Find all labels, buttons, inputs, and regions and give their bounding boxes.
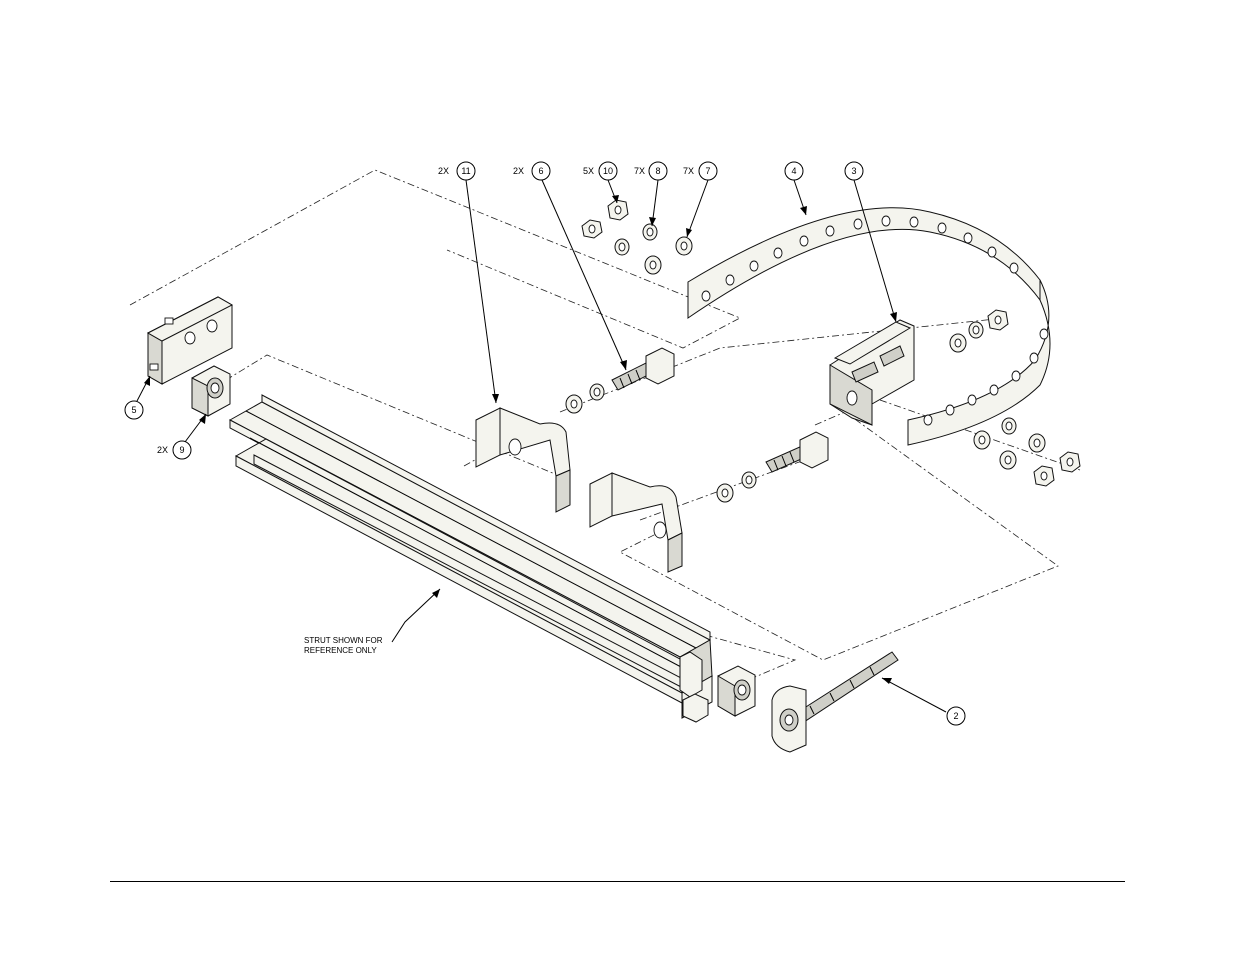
part-2-t-bolt-assembly: [771, 651, 899, 753]
note-line-2: REFERENCE ONLY: [304, 646, 377, 655]
callout-7-label: 7: [705, 166, 710, 176]
callout-6-qty: 2X: [513, 166, 524, 176]
callout-2: 2: [946, 706, 966, 726]
callout-4-label: 4: [791, 166, 796, 176]
leader-lines: [136, 179, 947, 713]
washers-and-lockwashers: [565, 223, 1046, 503]
part-11-clamp-bracket-upper: [475, 407, 571, 513]
part-9-channel-nut-second: [717, 665, 756, 717]
part-9-channel-nut: [191, 365, 231, 417]
footer-rule: [110, 881, 1125, 882]
callout-3-label: 3: [851, 166, 856, 176]
callout-9-label: 9: [179, 445, 184, 455]
callout-10-qty: 5X: [583, 166, 594, 176]
part-11-clamp-bracket-lower: [589, 472, 683, 573]
reference-note: STRUT SHOWN FOR REFERENCE ONLY: [304, 636, 383, 655]
strut-channel: [228, 394, 714, 723]
callout-11-label: 11: [461, 166, 470, 176]
part-10-hex-nuts: [581, 199, 1081, 487]
callout-11-qty: 2X: [438, 166, 449, 176]
callout-10: 5X 10: [583, 161, 618, 181]
callout-7-qty: 7X: [683, 166, 694, 176]
callout-8: 7X 8: [634, 161, 668, 181]
callout-5-label: 5: [131, 405, 136, 415]
callout-4: 4: [784, 161, 804, 181]
part-3-band-clamp-block: [829, 319, 915, 426]
callout-9: 2X 9: [157, 440, 192, 460]
callout-9-qty: 2X: [157, 445, 168, 455]
part-4-perforated-strap: [687, 207, 1051, 446]
callout-2-label: 2: [953, 711, 958, 721]
callout-10-label: 10: [603, 166, 613, 176]
part-5-end-plate: [146, 296, 234, 385]
part-6-hex-bolt-upper: [611, 347, 675, 391]
note-line-1: STRUT SHOWN FOR: [304, 636, 383, 645]
callout-8-qty: 7X: [634, 166, 645, 176]
part-6-hex-bolt-lower: [765, 431, 829, 473]
callout-7: 7X 7: [683, 161, 718, 181]
callout-11: 2X 11: [438, 161, 476, 181]
callout-3: 3: [844, 161, 864, 181]
callout-5: 5: [124, 400, 144, 420]
callout-6-label: 6: [538, 166, 543, 176]
callout-6: 2X 6: [513, 161, 551, 181]
callout-8-label: 8: [655, 166, 660, 176]
